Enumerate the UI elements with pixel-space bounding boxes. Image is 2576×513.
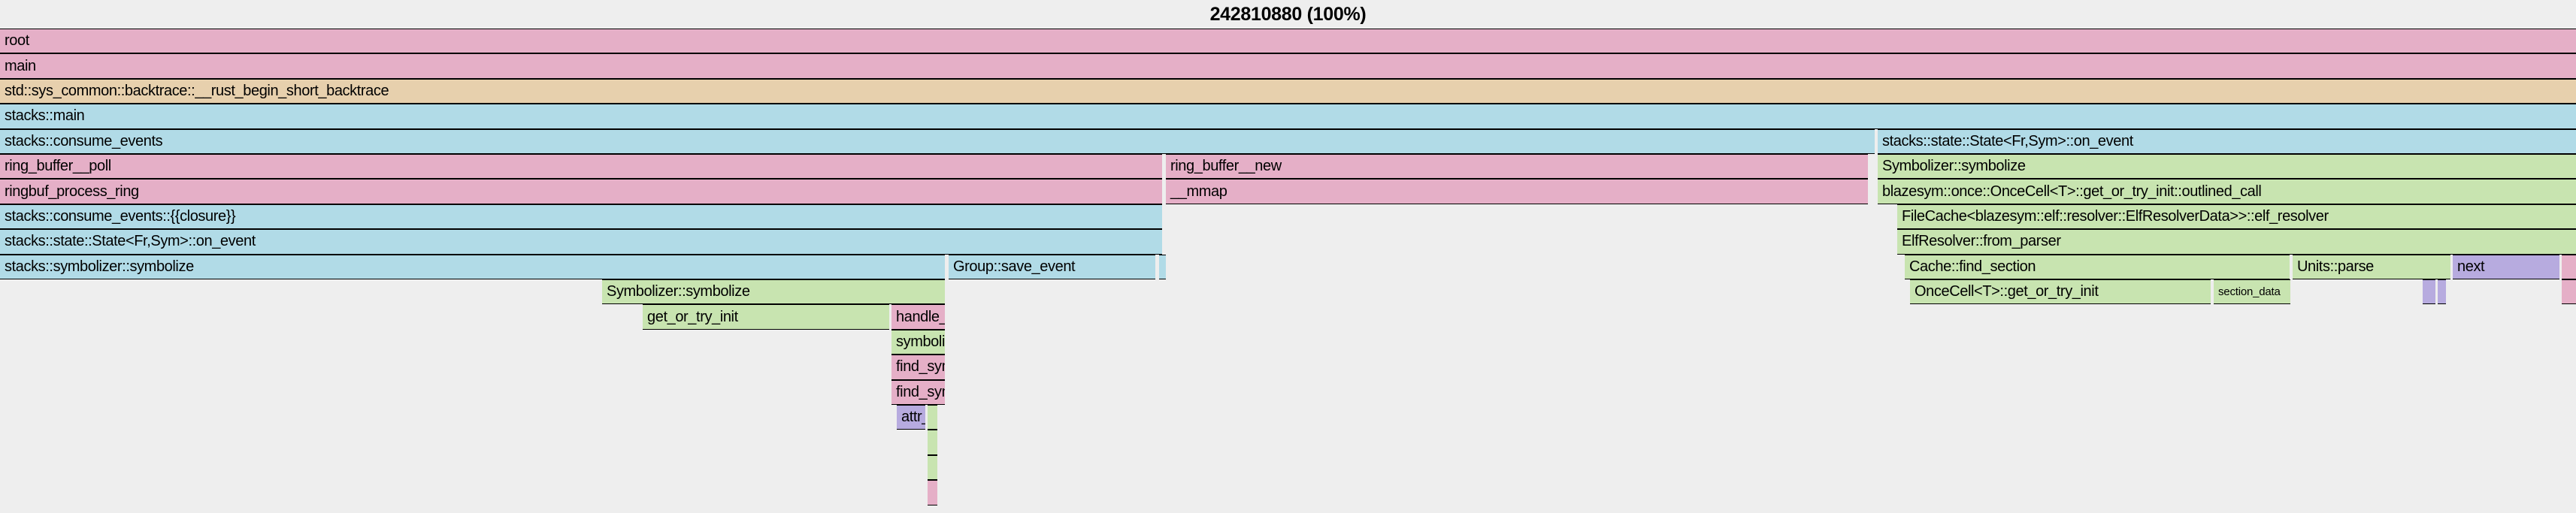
flame-frame[interactable]: symboliz — [891, 329, 945, 355]
flame-frame[interactable] — [1159, 254, 1166, 279]
flame-frame[interactable]: section_data — [2214, 279, 2290, 305]
flame-frame[interactable] — [2562, 279, 2576, 305]
flame-frame[interactable]: stacks::main — [0, 104, 2576, 129]
flame-frame[interactable]: ring_buffer__poll — [0, 154, 1162, 180]
flame-frame[interactable]: ElfResolver::from_parser — [1897, 229, 2576, 255]
flame-frame[interactable]: Symbolizer::symbolize — [602, 279, 945, 305]
flame-frame[interactable]: ring_buffer__new — [1166, 154, 1868, 180]
flame-frame[interactable]: handle_e — [891, 304, 945, 330]
flame-frame[interactable] — [928, 405, 937, 430]
flame-frame[interactable]: Units::parse — [2293, 254, 2450, 279]
flamegraph-title: 242810880 (100%) — [1209, 4, 1367, 25]
flame-frame[interactable]: stacks::consume_events — [0, 128, 1875, 154]
flame-frame[interactable]: stacks::consume_events::{{closure}} — [0, 204, 1162, 230]
flame-frame[interactable]: blazesym::once::OnceCell<T>::get_or_try_… — [1878, 179, 2576, 204]
flame-frame[interactable]: Group::save_event — [949, 254, 1155, 279]
flame-frame[interactable]: find_sym — [891, 355, 945, 380]
flame-frame[interactable]: stacks::state::State<Fr,Sym>::on_event — [1878, 128, 2576, 154]
flame-frame[interactable] — [2423, 279, 2435, 305]
flame-frame[interactable]: find_sym — [891, 379, 945, 405]
flame-frame[interactable] — [928, 430, 937, 455]
flame-frame[interactable]: get_or_try_init — [643, 304, 889, 330]
flame-frame[interactable]: attr_ — [897, 405, 925, 430]
flame-frame[interactable]: Cache::find_section — [1905, 254, 2290, 279]
flame-frame[interactable]: FileCache<blazesym::elf::resolver::ElfRe… — [1897, 204, 2576, 230]
flame-frame[interactable] — [928, 454, 937, 481]
flame-frame[interactable]: stacks::symbolizer::symbolize — [0, 254, 945, 279]
flame-frame[interactable]: main — [0, 53, 2576, 79]
flame-frame[interactable]: std::sys_common::backtrace::__rust_begin… — [0, 78, 2576, 104]
flame-frame[interactable]: OnceCell<T>::get_or_try_init — [1910, 279, 2211, 305]
flame-frame[interactable]: next — [2453, 254, 2559, 279]
flame-frame[interactable]: root — [0, 29, 2576, 54]
flame-frame[interactable]: Symbolizer::symbolize — [1878, 154, 2576, 180]
flame-frame[interactable] — [2562, 254, 2576, 279]
flame-frame[interactable]: ringbuf_process_ring — [0, 179, 1162, 204]
flame-frame[interactable]: __mmap — [1166, 179, 1868, 204]
flame-frame[interactable] — [928, 480, 937, 505]
flame-frame[interactable] — [2438, 279, 2446, 305]
flame-frame[interactable]: stacks::state::State<Fr,Sym>::on_event — [0, 229, 1162, 255]
